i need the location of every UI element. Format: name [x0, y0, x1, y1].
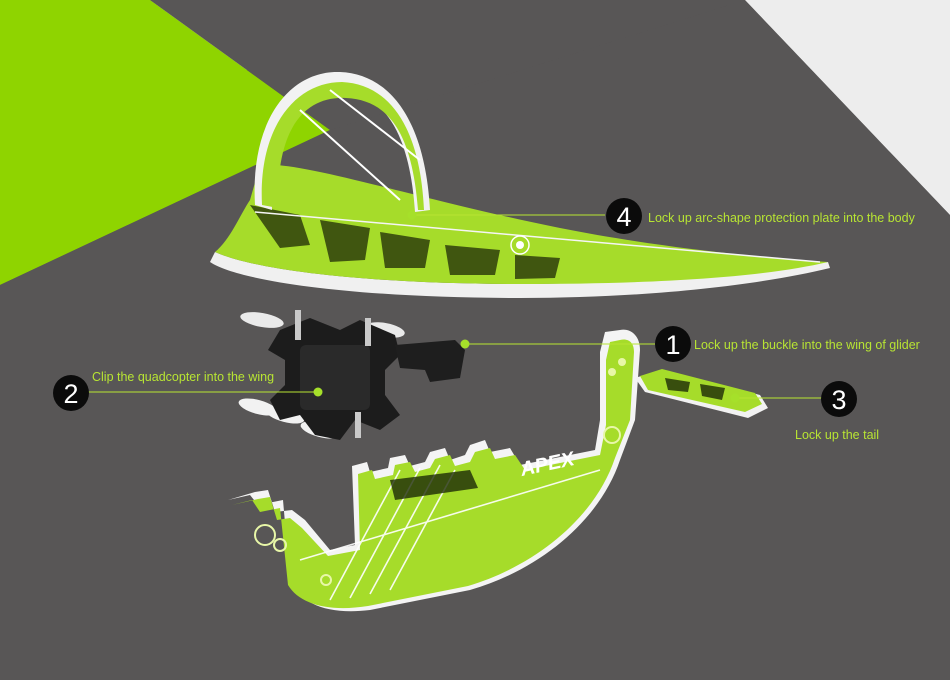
callout-number-4: 4 [616, 202, 631, 232]
callout-badge-4 [606, 198, 642, 234]
wing-stripe [254, 211, 821, 263]
wing-circle-mark [510, 235, 530, 255]
quadcopter-motor-rod-b [365, 318, 371, 346]
callout-dot-1 [460, 339, 470, 349]
callout-lines [88, 210, 822, 403]
background-green-triangle [0, 0, 330, 285]
fuselage-dark-cutout [390, 470, 478, 500]
callout-2: 2 Clip the quadcopter into the wing [53, 370, 274, 411]
quadcopter-body [300, 345, 370, 410]
callout-label-2: Clip the quadcopter into the wing [92, 370, 274, 384]
wing-white-edge [210, 252, 830, 298]
fuselage-dot-tail-b [618, 358, 626, 366]
background-light-upper [150, 0, 950, 215]
callout-number-3: 3 [831, 385, 846, 415]
wing-plate [215, 164, 828, 284]
callout-badge-3 [821, 381, 857, 417]
callout-dot-4 [407, 210, 417, 220]
fuselage-stripes [299, 464, 601, 601]
callout-badge-1 [655, 326, 691, 362]
callout-number-1: 1 [665, 330, 680, 360]
quadcopter-motor-rod-a [295, 310, 301, 340]
fuselage-green-panel [232, 339, 634, 609]
quadcopter-motor-rod-c [355, 412, 361, 438]
callout-dot-2 [313, 387, 323, 397]
fuselage-ring-mark-tail [603, 426, 621, 444]
fuselage-ring-mark [254, 524, 276, 546]
callout-label-3: Lock up the tail [795, 428, 879, 442]
callout-label-4: Lock up arc-shape protection plate into … [648, 211, 916, 225]
callout-badge-2 [53, 375, 89, 411]
callout-1: 1 Lock up the buckle into the wing of gl… [655, 326, 920, 362]
fuselage-dot-tail-a [608, 368, 616, 376]
wing-dark-pattern [250, 205, 560, 279]
callout-3: 3 Lock up the tail [795, 381, 879, 442]
fuselage-dot-nose [320, 574, 332, 586]
quadcopter [238, 310, 465, 440]
fuselage-ring-mark-small [273, 538, 287, 552]
wing-circle-mark-inner [516, 241, 524, 249]
arc-plate-stripe [299, 89, 421, 201]
wing-with-arc-plate [210, 71, 830, 298]
callout-number-2: 2 [63, 379, 78, 409]
tail-dark-pattern [665, 378, 725, 400]
callout-label-1: Lock up the buckle into the wing of glid… [694, 338, 920, 352]
tail-piece [635, 369, 768, 418]
callout-4: 4 Lock up arc-shape protection plate int… [606, 198, 916, 234]
arc-plate-green [261, 82, 424, 210]
callout-dot-3 [730, 393, 740, 403]
fuselage: APEX [228, 329, 640, 612]
buckle-connector [395, 340, 465, 382]
propeller-top-left [240, 312, 284, 328]
